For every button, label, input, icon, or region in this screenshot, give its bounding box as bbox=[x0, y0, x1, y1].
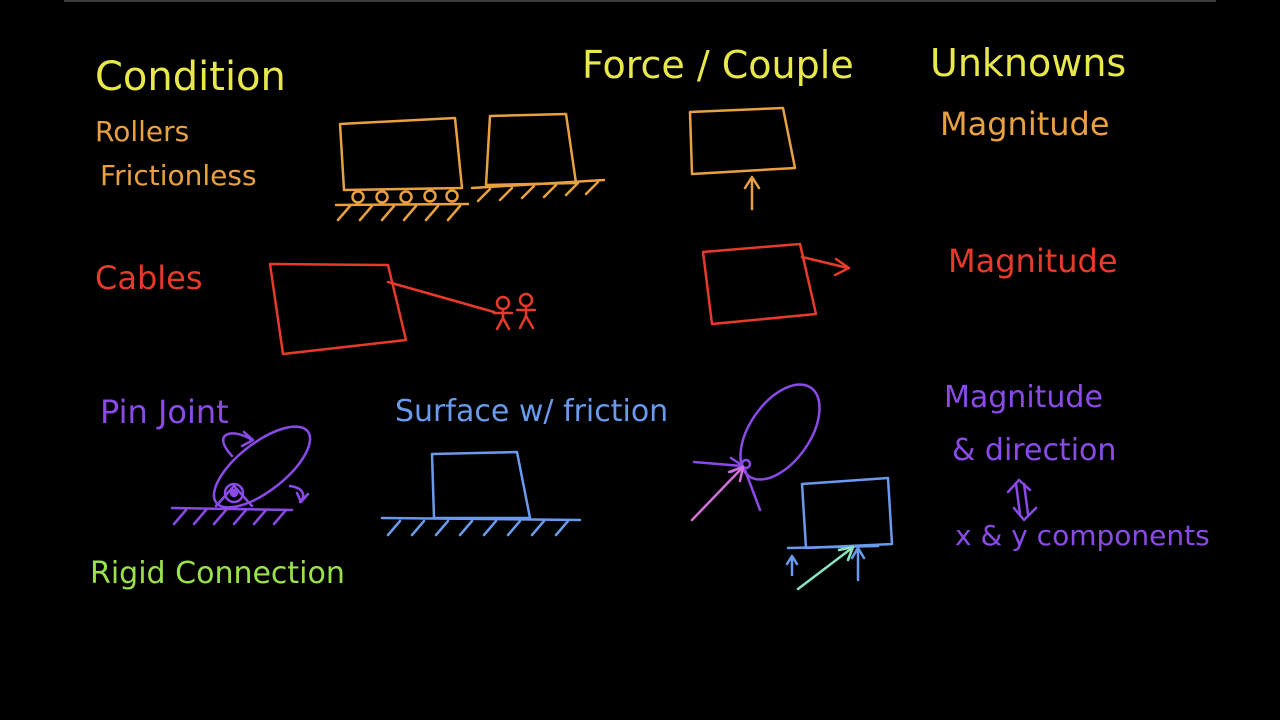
cable-line bbox=[386, 280, 496, 314]
condition-rollers: Rollers bbox=[95, 115, 189, 148]
roller-force-sketch bbox=[688, 106, 797, 211]
friction-reaction-arrow bbox=[796, 546, 854, 591]
frictionless-surface-sketch bbox=[470, 112, 606, 203]
friction-force-sketch bbox=[785, 476, 894, 591]
pin-reaction-arrow bbox=[690, 466, 744, 522]
cable-force-sketch bbox=[701, 242, 851, 326]
condition-rigid-connection: Rigid Connection bbox=[90, 556, 345, 591]
condition-pin-joint: Pin Joint bbox=[100, 393, 229, 431]
tension-force-arrow bbox=[800, 255, 850, 270]
condition-cables: Cables bbox=[95, 259, 203, 297]
surface-friction-sketch bbox=[380, 450, 582, 537]
unknown-pin-magnitude: Magnitude bbox=[944, 380, 1103, 415]
header-force-couple: Force / Couple bbox=[582, 43, 854, 87]
header-condition: Condition bbox=[95, 54, 286, 100]
unknown-pin-components: x & y components bbox=[955, 519, 1210, 552]
unknown-pin-direction: & direction bbox=[952, 433, 1116, 468]
pin-force-sketch bbox=[690, 383, 821, 522]
condition-frictionless: Frictionless bbox=[100, 159, 257, 192]
unknown-cables: Magnitude bbox=[948, 242, 1118, 280]
header-unknowns: Unknowns bbox=[930, 41, 1126, 85]
label-surface-with-friction: Surface w/ friction bbox=[395, 394, 668, 429]
pin-joint-sketch bbox=[170, 425, 312, 526]
cable-sketch bbox=[268, 262, 537, 356]
roller-support-sketch bbox=[334, 116, 470, 222]
unknown-rollers: Magnitude bbox=[940, 105, 1110, 143]
equivalence-arrow bbox=[1006, 478, 1038, 522]
